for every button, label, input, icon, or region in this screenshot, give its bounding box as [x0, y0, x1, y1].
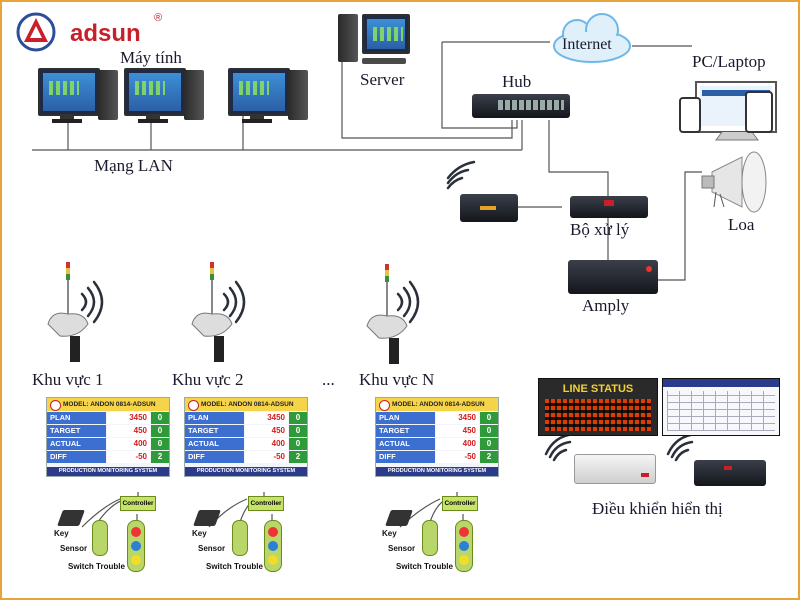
- panel-count: 0: [480, 412, 498, 424]
- hub-label: Hub: [502, 72, 532, 91]
- ellipsis-label: ...: [322, 370, 335, 389]
- amplifier-icon: [568, 260, 658, 294]
- cloud-icon: [553, 13, 631, 63]
- sensor-icon: [92, 520, 108, 556]
- panel-count: 0: [289, 425, 307, 437]
- panel-footer: PRODUCTION MONITORING SYSTEM: [47, 467, 169, 476]
- line-status-display: LINE STATUS: [538, 378, 658, 436]
- panel-key: TARGET: [376, 425, 435, 437]
- controller-box: Controller: [248, 496, 284, 511]
- key-label: Key: [192, 529, 207, 538]
- lan-label: Mạng LAN: [94, 156, 173, 175]
- panel-footer: PRODUCTION MONITORING SYSTEM: [376, 467, 498, 476]
- panel-count: 0: [480, 425, 498, 437]
- switch-label: Switch Trouble: [206, 562, 263, 571]
- status-table-display: [662, 378, 780, 436]
- sensor-label: Sensor: [388, 544, 416, 553]
- panel-value: -50: [245, 451, 288, 463]
- display-control-label: Điều khiển hiển thị: [592, 499, 723, 518]
- panel-key: TARGET: [185, 425, 244, 437]
- hub-icon: [472, 94, 570, 118]
- panel-count: 0: [289, 438, 307, 450]
- panel-key: DIFF: [185, 451, 244, 463]
- logo-mark-icon: [16, 12, 56, 52]
- panel-key: ACTUAL: [185, 438, 244, 450]
- computers-label: Máy tính: [120, 48, 182, 67]
- panel-count: 0: [289, 412, 307, 424]
- panel-model: MODEL: ANDON 0814-ADSUN: [376, 398, 498, 411]
- panel-key: DIFF: [376, 451, 435, 463]
- controller-box: Controller: [442, 496, 478, 511]
- key-label: Key: [54, 529, 69, 538]
- display-controller-box: [694, 460, 766, 486]
- panel-value: 400: [107, 438, 150, 450]
- panel-model: MODEL: ANDON 0814-ADSUN: [185, 398, 307, 411]
- panel-count: 0: [480, 438, 498, 450]
- switch-trouble-icon: [455, 520, 473, 572]
- panel-key: ACTUAL: [47, 438, 106, 450]
- sensor-icon: [232, 520, 248, 556]
- controller-box: Controller: [120, 496, 156, 511]
- switch-trouble-icon: [264, 520, 282, 572]
- registered-mark: ®: [154, 12, 163, 24]
- panel-key: PLAN: [185, 412, 244, 424]
- adsun-logo: adsun ®: [14, 12, 164, 52]
- panel-count: 0: [151, 425, 169, 437]
- panel-value: 3450: [436, 412, 479, 424]
- router-icon: [460, 194, 518, 222]
- speaker-label: Loa: [728, 215, 755, 234]
- brand-name: adsun: [70, 20, 141, 47]
- key-label: Key: [382, 529, 397, 538]
- panel-count: 0: [151, 412, 169, 424]
- processor-label: Bộ xử lý: [570, 220, 630, 239]
- speaker-icon: [701, 151, 767, 213]
- panel-key: TARGET: [47, 425, 106, 437]
- sensor-label: Sensor: [198, 544, 226, 553]
- sensor-label: Sensor: [60, 544, 88, 553]
- panel-value: 450: [436, 425, 479, 437]
- area2-label: Khu vực 2: [172, 370, 244, 389]
- panel-value: -50: [436, 451, 479, 463]
- switch-trouble-icon: [127, 520, 145, 572]
- area1-label: Khu vực 1: [32, 370, 104, 389]
- line-status-title: LINE STATUS: [562, 383, 634, 395]
- panel-footer: PRODUCTION MONITORING SYSTEM: [185, 467, 307, 476]
- server-label: Server: [360, 70, 405, 89]
- internet-label: Internet: [562, 36, 612, 53]
- panel-value: 450: [245, 425, 288, 437]
- switch-label: Switch Trouble: [396, 562, 453, 571]
- panel-key: DIFF: [47, 451, 106, 463]
- pc-laptop-label: PC/Laptop: [692, 52, 766, 71]
- panel-value: -50: [107, 451, 150, 463]
- panel-value: 400: [245, 438, 288, 450]
- panel-key: PLAN: [376, 412, 435, 424]
- amplifier-label: Amply: [582, 296, 630, 315]
- panel-value: 450: [107, 425, 150, 437]
- beacon-icons: [47, 262, 408, 364]
- panel-count: 2: [151, 451, 169, 463]
- panel-key: ACTUAL: [376, 438, 435, 450]
- panel-count: 2: [289, 451, 307, 463]
- panel-value: 3450: [107, 412, 150, 424]
- areaN-label: Khu vực N: [359, 370, 435, 389]
- panel-value: 3450: [245, 412, 288, 424]
- processor-icon: [570, 196, 648, 218]
- display-controller-box: [574, 454, 656, 484]
- panel-model: MODEL: ANDON 0814-ADSUN: [47, 398, 169, 411]
- panel-count: 0: [151, 438, 169, 450]
- panel-count: 2: [480, 451, 498, 463]
- laptop-devices-icon: [679, 81, 777, 141]
- sensor-icon: [422, 520, 438, 556]
- panel-value: 400: [436, 438, 479, 450]
- switch-label: Switch Trouble: [68, 562, 125, 571]
- panel-key: PLAN: [47, 412, 106, 424]
